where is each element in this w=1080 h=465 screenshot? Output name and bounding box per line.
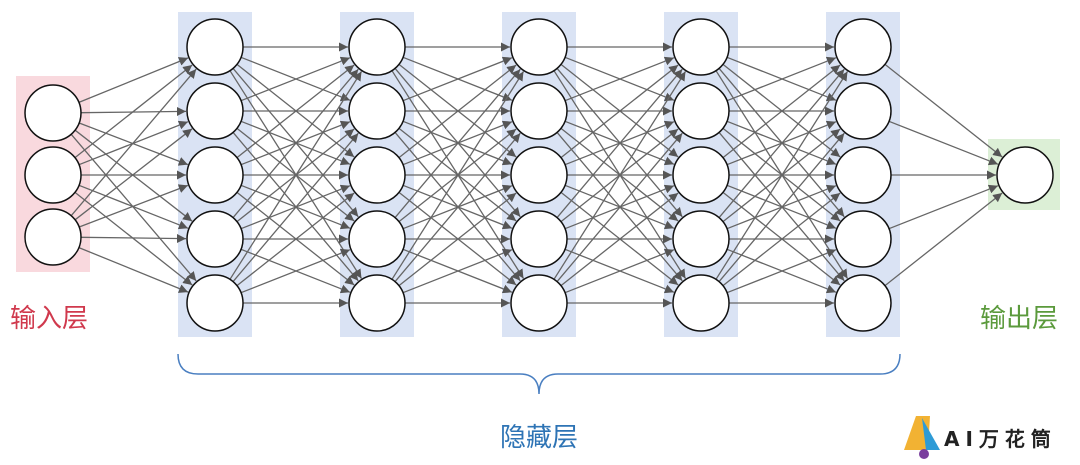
hidden-neuron — [834, 82, 892, 140]
connection-edge — [726, 248, 837, 294]
connection-edge — [726, 56, 837, 102]
connection-edge — [564, 248, 675, 294]
connection-edge — [560, 192, 679, 287]
connection-edge — [718, 68, 845, 219]
connection-edge — [884, 192, 1003, 287]
connection-edge — [556, 68, 683, 219]
hidden-neuron — [672, 210, 730, 268]
connection-edge — [722, 192, 841, 287]
connection-edge — [236, 64, 355, 159]
hidden-neuron — [834, 210, 892, 268]
hidden-neuron — [348, 18, 406, 76]
connection-edge — [715, 71, 849, 280]
kaleidoscope-icon-accent — [922, 418, 940, 450]
kaleidoscope-lens-icon — [919, 449, 929, 459]
hidden-layers-brace — [177, 353, 901, 395]
hidden-neuron — [510, 274, 568, 332]
connection-edge — [74, 129, 193, 222]
input-neuron — [24, 84, 82, 142]
connection-edge — [74, 64, 193, 159]
hidden-neuron — [672, 18, 730, 76]
hidden-neuron — [672, 82, 730, 140]
hidden-neuron — [348, 210, 406, 268]
connection-edge — [232, 68, 359, 219]
hidden-neuron — [834, 274, 892, 332]
connections — [70, 42, 1003, 308]
hidden-neuron — [348, 82, 406, 140]
hidden-neuron — [834, 146, 892, 204]
brand-logo: AI万花筒 — [904, 416, 1057, 459]
connection-edge — [78, 246, 189, 293]
hidden-neuron — [186, 146, 244, 204]
neurons — [24, 18, 1054, 332]
input-neuron — [24, 146, 82, 204]
hidden-neuron — [348, 146, 406, 204]
connection-edge — [398, 192, 517, 287]
hidden-neuron — [672, 274, 730, 332]
connection-edge — [402, 56, 513, 102]
output-layer-label: 输出层 — [980, 304, 1058, 334]
connection-edge — [884, 63, 1003, 158]
connection-edge — [398, 64, 517, 159]
connection-edge — [560, 64, 679, 159]
input-neuron — [24, 208, 82, 266]
connection-edge — [232, 132, 359, 283]
output-neuron — [996, 146, 1054, 204]
hidden-neuron — [510, 18, 568, 76]
connection-edge — [240, 248, 351, 294]
hidden-neuron — [348, 274, 406, 332]
connection-edge — [78, 184, 189, 228]
connection-edge — [722, 64, 841, 159]
connection-edge — [564, 56, 675, 102]
connection-edge — [888, 184, 999, 230]
hidden-neuron — [672, 146, 730, 204]
connection-edge — [240, 56, 351, 102]
connection-edge — [236, 192, 355, 287]
connection-edge — [553, 71, 687, 280]
connection-edge — [80, 233, 187, 244]
hidden-neuron — [186, 18, 244, 76]
connection-edge — [78, 57, 189, 104]
hidden-neuron — [510, 146, 568, 204]
hidden-neuron — [186, 274, 244, 332]
connection-edge — [74, 191, 193, 286]
brand-logo-text: AI万花筒 — [944, 427, 1057, 451]
hidden-layers-label: 隐藏层 — [500, 423, 578, 453]
hidden-neuron — [510, 82, 568, 140]
connection-edge — [394, 132, 521, 283]
connection-edge — [888, 120, 999, 166]
connection-edge — [70, 133, 197, 282]
hidden-neuron — [186, 210, 244, 268]
connection-edge — [556, 132, 683, 283]
connection-edge — [74, 128, 193, 221]
connection-edge — [70, 68, 197, 217]
connection-edge — [402, 248, 513, 294]
hidden-neuron — [834, 18, 892, 76]
hidden-neuron — [186, 82, 244, 140]
connection-edge — [391, 71, 525, 280]
connection-edge — [718, 132, 845, 283]
input-layer-label: 输入层 — [10, 304, 88, 334]
connection-edge — [394, 68, 521, 219]
connection-edge — [229, 71, 363, 280]
hidden-neuron — [510, 210, 568, 268]
